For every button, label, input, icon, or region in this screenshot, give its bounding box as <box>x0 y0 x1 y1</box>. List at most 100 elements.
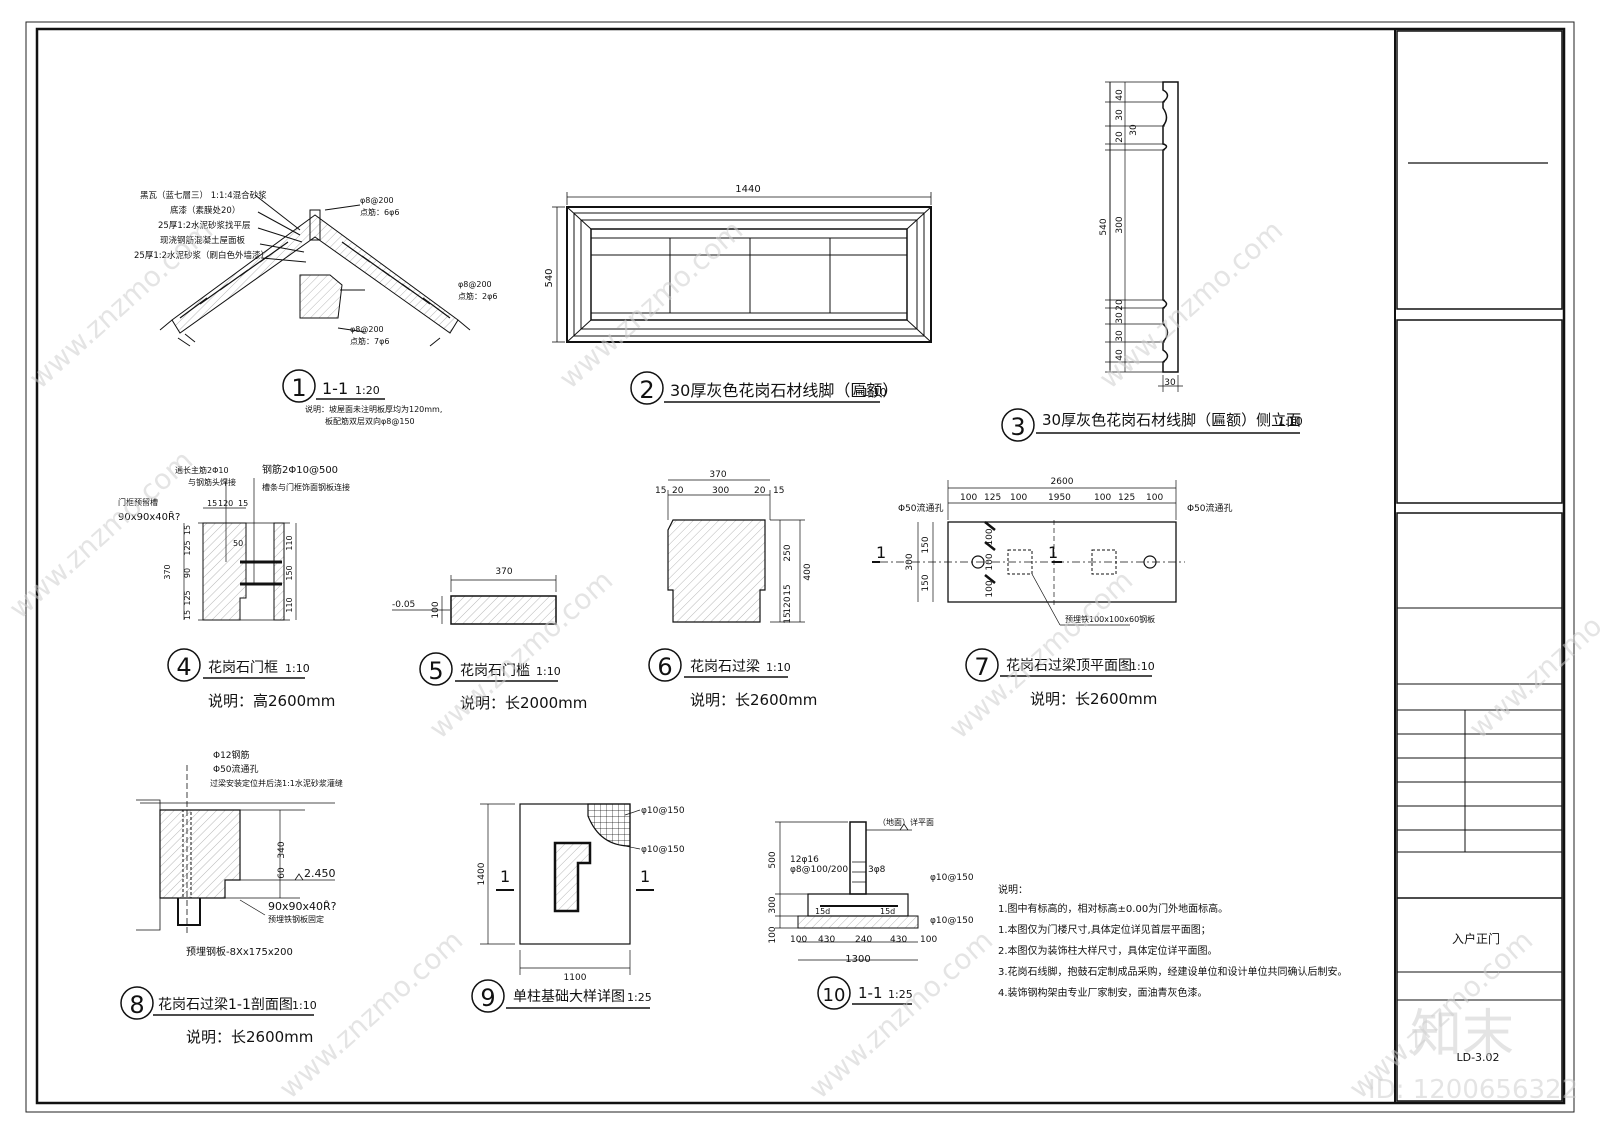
note-item: 2.本图仅为装饰柱大样尺寸，具体定位详平面图。 <box>998 944 1218 957</box>
note-item: 1.本图仅为门楼尺寸,具体定位详见首层平面图； <box>998 923 1211 936</box>
svg-text:1: 1 <box>500 867 510 886</box>
svg-text:1: 1 <box>291 374 306 402</box>
svg-text:15: 15 <box>183 525 192 535</box>
detail-7-lintel-plan <box>872 480 1185 626</box>
svg-text:20: 20 <box>1115 299 1125 311</box>
outer-border <box>25 21 1575 1113</box>
svg-text:花岗石过梁: 花岗石过梁 <box>690 659 760 675</box>
svg-text:1-1: 1-1 <box>322 379 348 398</box>
svg-text:说明：长2000mm: 说明：长2000mm <box>460 694 587 712</box>
detail-9-footing-plan <box>480 803 654 975</box>
note-item: 3.花岗石线脚，抱鼓石定制成品采购，经建设单位和设计单位共同确认后制安。 <box>998 965 1348 978</box>
svg-text:预埋铁100x100x60钢板: 预埋铁100x100x60钢板 <box>1065 614 1155 624</box>
svg-text:100: 100 <box>1010 493 1027 503</box>
svg-text:100: 100 <box>985 580 995 597</box>
detail-5-threshold <box>392 575 557 625</box>
svg-text:500: 500 <box>768 851 778 868</box>
svg-text:点筋：6φ6: 点筋：6φ6 <box>360 207 399 217</box>
svg-text:3: 3 <box>1010 413 1025 441</box>
svg-text:300: 300 <box>1115 216 1125 233</box>
svg-text:100: 100 <box>920 935 937 945</box>
svg-text:1400: 1400 <box>477 862 487 885</box>
svg-text:通长主筋2Φ10: 通长主筋2Φ10 <box>175 465 229 475</box>
svg-text:2600: 2600 <box>1051 477 1074 487</box>
detail-8-title: 8 花岗石过梁1-1剖面图 1:10 说明：长2600mm <box>120 986 317 1046</box>
svg-text:1:10: 1:10 <box>1278 415 1303 428</box>
svg-text:钢筋2Φ10@500: 钢筋2Φ10@500 <box>262 463 338 476</box>
svg-text:花岗石门框: 花岗石门框 <box>208 660 278 676</box>
svg-text:1:10: 1:10 <box>285 662 310 675</box>
svg-text:100: 100 <box>1094 493 1111 503</box>
svg-text:15: 15 <box>238 499 248 508</box>
svg-text:370: 370 <box>163 564 172 579</box>
svg-text:400: 400 <box>803 563 813 580</box>
svg-text:15: 15 <box>655 486 666 496</box>
detail-8-lintel-section <box>136 765 335 935</box>
svg-text:与钢筋头焊接: 与钢筋头焊接 <box>188 477 236 487</box>
svg-text:100: 100 <box>768 926 778 943</box>
detail-9-title: 9 单柱基础大样详图 1:25 <box>471 979 652 1013</box>
svg-text:40: 40 <box>1115 349 1125 361</box>
detail-6-title: 6 花岗石过梁 1:10 说明：长2600mm <box>648 648 817 709</box>
svg-text:φ8@200: φ8@200 <box>458 280 492 289</box>
svg-text:www.znzmo.com: www.znzmo.com <box>23 214 220 396</box>
detail-1-roof-ridge <box>159 194 471 347</box>
svg-text:2: 2 <box>639 376 654 404</box>
svg-text:1:10: 1:10 <box>536 665 561 678</box>
svg-text:1100: 1100 <box>564 973 587 983</box>
svg-text:底漆（素膜处20）: 底漆（素膜处20） <box>170 205 240 216</box>
svg-text:φ10@150: φ10@150 <box>641 806 685 816</box>
detail-2-plaque-frame <box>552 192 932 343</box>
svg-text:15: 15 <box>207 499 217 508</box>
svg-text:Φ50流通孔: Φ50流通孔 <box>1187 502 1233 514</box>
svg-text:125: 125 <box>984 493 1001 503</box>
detail-4-labels: 通长主筋2Φ10 与钢筋头焊接 钢筋2Φ10@500 槽条与门框饰面钢板连接 门… <box>118 463 350 620</box>
svg-text:1950: 1950 <box>1048 493 1071 503</box>
svg-text:25厚1:2水泥砂浆找平层: 25厚1:2水泥砂浆找平层 <box>158 220 251 231</box>
detail-5-title: 5 花岗石门槛 1:10 说明：长2000mm <box>419 652 587 712</box>
svg-text:40: 40 <box>1115 89 1125 101</box>
svg-text:3φ8: 3φ8 <box>868 865 886 875</box>
detail-8-labels: Φ12钢筋 Φ50流通孔 过梁安装定位并后浇1:1水泥砂浆灌缝 340 60 2… <box>186 749 343 958</box>
svg-text:90x90x40Ȓ?: 90x90x40Ȓ? <box>118 510 180 523</box>
svg-text:花岗石过梁1-1剖面图: 花岗石过梁1-1剖面图 <box>158 997 293 1013</box>
svg-text:370: 370 <box>709 470 726 480</box>
svg-text:φ10@150: φ10@150 <box>641 845 685 855</box>
svg-text:φ8@200: φ8@200 <box>360 196 394 205</box>
svg-text:1:10: 1:10 <box>766 661 791 674</box>
svg-text:30: 30 <box>1164 378 1176 388</box>
detail-6-lintel <box>667 479 805 623</box>
svg-text:1:20: 1:20 <box>355 384 380 397</box>
svg-text:说明：坡屋面未注明板厚均为120mm,: 说明：坡屋面未注明板厚均为120mm, <box>305 404 442 414</box>
svg-text:4: 4 <box>176 653 191 681</box>
svg-text:1:25: 1:25 <box>888 988 913 1001</box>
svg-text:20: 20 <box>672 486 684 496</box>
svg-text:90x90x40Ȓ?: 90x90x40Ȓ? <box>268 900 337 913</box>
svg-text:Φ50流通孔: Φ50流通孔 <box>898 502 944 514</box>
svg-text:90: 90 <box>183 568 192 578</box>
svg-text:板配筋双层双向φ8@150: 板配筋双层双向φ8@150 <box>325 416 415 426</box>
svg-text:30: 30 <box>1115 330 1125 342</box>
svg-text:20: 20 <box>754 486 766 496</box>
svg-text:100: 100 <box>985 553 995 570</box>
drawing-code: LD-3.02 <box>1456 1051 1499 1064</box>
svg-text:15: 15 <box>783 612 793 623</box>
watermark-logo: 知末 <box>1410 1005 1514 1065</box>
svg-text:15d: 15d <box>815 907 830 916</box>
detail-3-side-elevation <box>1105 81 1183 392</box>
note-item: 1.图中有标高的，相对标高±0.00为门外地面标高。 <box>998 902 1228 915</box>
svg-text:120: 120 <box>783 596 793 613</box>
svg-text:540: 540 <box>1099 218 1109 235</box>
svg-text:预埋铁钢板固定: 预埋铁钢板固定 <box>268 914 324 924</box>
watermark-id: ID: 1200656322 <box>1368 1075 1578 1105</box>
svg-text:1:10: 1:10 <box>862 386 887 399</box>
svg-text:Φ12钢筋: Φ12钢筋 <box>213 749 250 761</box>
svg-text:430: 430 <box>818 935 835 945</box>
svg-text:说明：长2600mm: 说明：长2600mm <box>186 1028 313 1046</box>
svg-text:www.znzmo.com: www.znzmo.com <box>803 924 1000 1106</box>
svg-text:槽条与门框饰面钢板连接: 槽条与门框饰面钢板连接 <box>262 482 350 492</box>
svg-text:1:25: 1:25 <box>627 991 652 1004</box>
svg-text:100: 100 <box>1146 493 1163 503</box>
svg-text:1:10: 1:10 <box>1130 660 1155 673</box>
detail-4-title: 4 花岗石门框 1:10 说明：高2600mm <box>167 648 335 710</box>
